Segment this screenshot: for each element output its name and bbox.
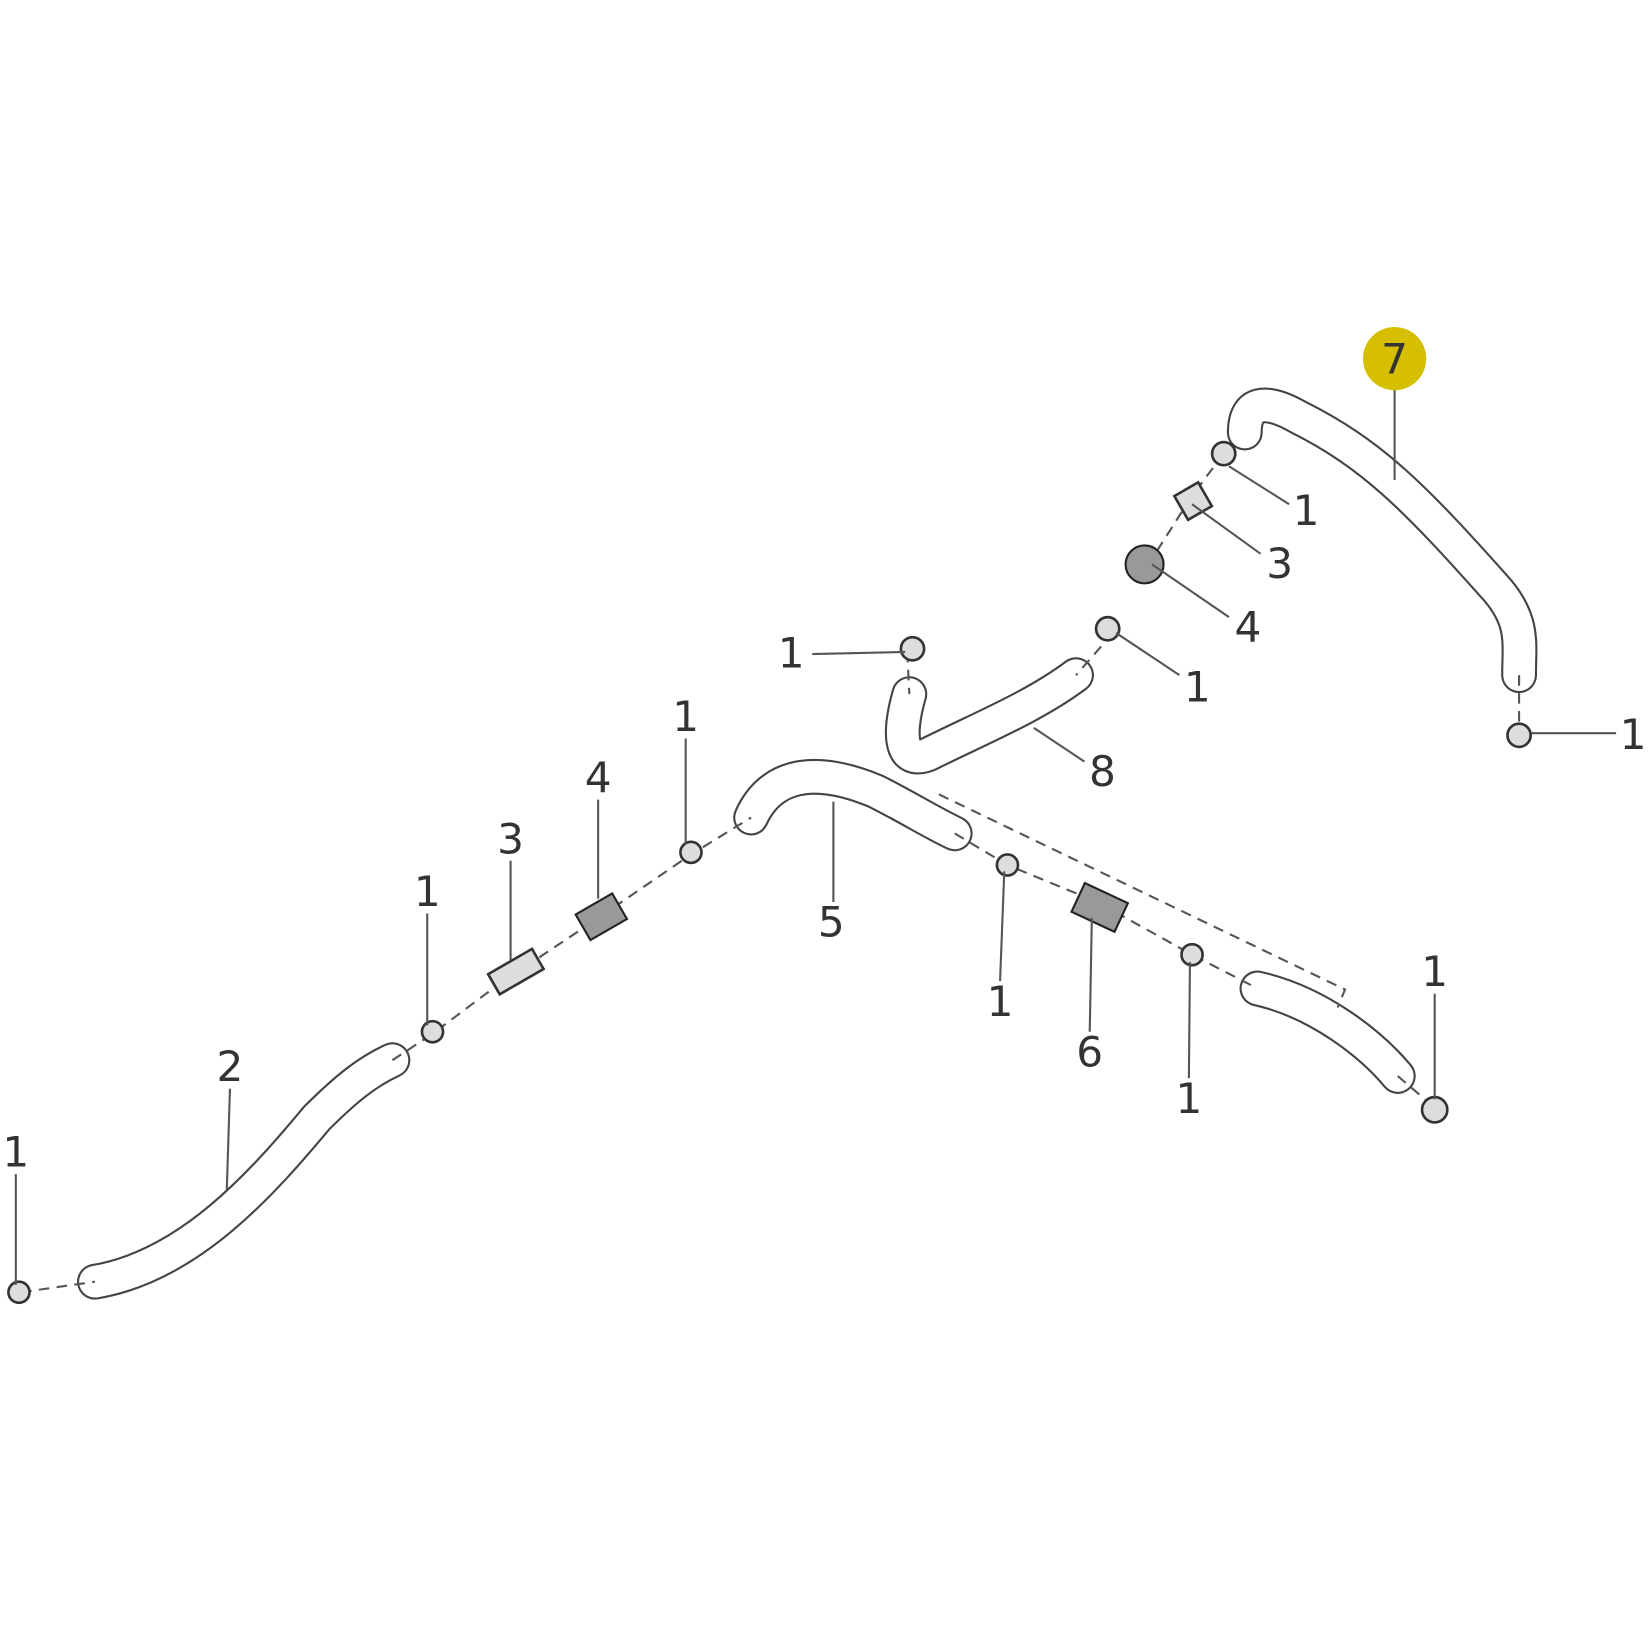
callout-1[interactable]: 1 xyxy=(778,629,805,678)
clamps xyxy=(7,440,1533,1305)
callout-1[interactable]: 1 xyxy=(414,867,441,916)
callout-8[interactable]: 8 xyxy=(1089,747,1116,796)
callout-3[interactable]: 3 xyxy=(497,814,524,863)
callout-4[interactable]: 4 xyxy=(585,753,612,802)
callout-3[interactable]: 3 xyxy=(1266,539,1293,588)
connectors xyxy=(486,480,1214,997)
hose-8[interactable] xyxy=(884,657,1094,775)
callout-1[interactable]: 1 xyxy=(1293,486,1320,535)
callout-1[interactable]: 1 xyxy=(987,977,1014,1026)
callout-1[interactable]: 1 xyxy=(1421,947,1448,996)
leader-lines xyxy=(14,360,1617,1285)
callout-4[interactable]: 4 xyxy=(1235,602,1262,651)
callout-1[interactable]: 1 xyxy=(1184,662,1211,711)
callout-1[interactable]: 1 xyxy=(1175,1074,1202,1123)
callout-labels: 7 1 3 4 1 1 1 8 1 4 3 1 5 2 1 1 6 1 1 xyxy=(2,334,1646,1176)
callout-1[interactable]: 1 xyxy=(1620,710,1647,759)
callout-7[interactable]: 7 xyxy=(1381,334,1408,383)
callout-2[interactable]: 2 xyxy=(217,1042,244,1091)
assembly-line xyxy=(20,452,1521,1294)
callout-6[interactable]: 6 xyxy=(1076,1027,1103,1076)
hose-2[interactable] xyxy=(77,1042,411,1300)
callout-1[interactable]: 1 xyxy=(672,692,699,741)
callout-5[interactable]: 5 xyxy=(818,898,845,947)
highlight-badge xyxy=(1362,327,1427,391)
hose-7[interactable] xyxy=(1226,387,1538,694)
hose-5-length-bracket xyxy=(938,793,1347,1008)
callout-1[interactable]: 1 xyxy=(2,1128,29,1177)
hose-5[interactable] xyxy=(733,758,1416,1094)
